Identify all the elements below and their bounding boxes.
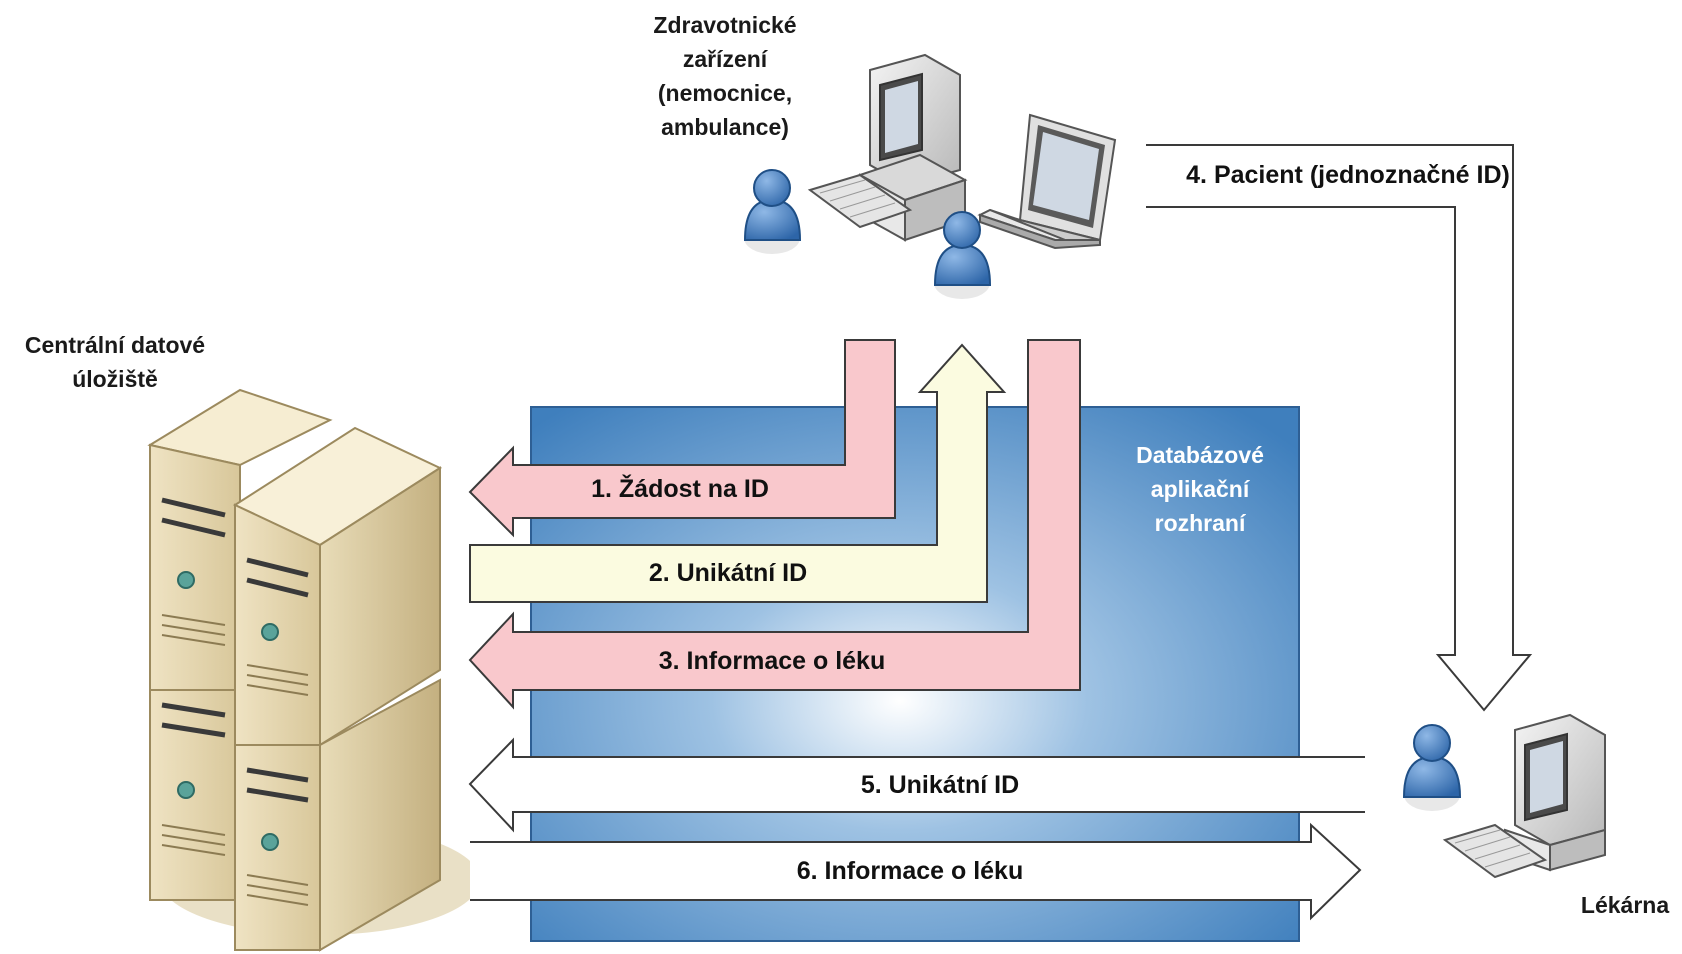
- step-1-label: 1. Žádost na ID: [591, 473, 769, 503]
- healthcare-facility-label: Zdravotnické zařízení (nemocnice, ambula…: [653, 12, 797, 140]
- step-4-label: 4. Pacient (jednoznačné ID): [1186, 161, 1510, 189]
- server-stack-icon: [147, 388, 480, 952]
- desktop-computer-icon: [1442, 713, 1606, 879]
- step-5-label: 5. Unikátní ID: [861, 771, 1019, 799]
- arrow-5-unique-id: [468, 737, 1365, 833]
- person-icon: [743, 169, 802, 254]
- database-api-label: Databázové aplikační rozhraní: [1136, 442, 1264, 536]
- step-3-label: 3. Informace o léku: [659, 647, 885, 675]
- arrow-4-patient-id: [1146, 144, 1533, 712]
- step-2-label: 2. Unikátní ID: [649, 559, 807, 587]
- central-storage-label: Centrální datové úložiště: [24, 332, 206, 392]
- arrow-6-drug-info: [470, 822, 1362, 921]
- person-icon: [1402, 724, 1462, 811]
- laptop-icon: [977, 113, 1117, 250]
- step-6-label: 6. Informace o léku: [797, 857, 1023, 885]
- pharmacy-label: Lékárna: [1580, 892, 1670, 918]
- arrow-2-unique-id: [469, 343, 1007, 603]
- arrow-1-request: [468, 339, 896, 538]
- person-icon: [933, 211, 992, 299]
- arrow-3-drug-info: [468, 339, 1081, 710]
